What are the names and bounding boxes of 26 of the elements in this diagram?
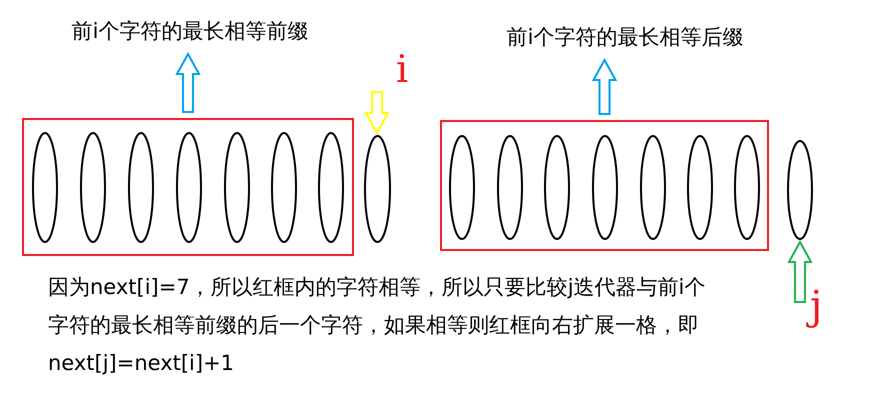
- block-arrow: [592, 58, 618, 115]
- character-ellipse: [449, 135, 475, 240]
- character-ellipse: [640, 135, 666, 240]
- character-ellipse: [687, 135, 713, 240]
- character-ellipse: [128, 132, 154, 243]
- block-arrow: [787, 240, 813, 303]
- character-ellipse: [80, 132, 106, 243]
- highlight-frame: [440, 120, 769, 251]
- character-ellipse: [32, 132, 58, 243]
- character-ellipse: [592, 135, 618, 240]
- heading-text: 前i个字符的最长相等前缀: [40, 14, 340, 50]
- block-arrow: [175, 52, 201, 113]
- character-ellipse: [318, 132, 344, 243]
- character-ellipse: [734, 135, 760, 240]
- explanation-text: 因为next[i]=7，所以红框内的字符相等，所以只要比较j迭代器与前i个字符的最长相等前缀的后一个字符，如果相等则红框向右扩展一格，即next[j]=next[i]+1: [48, 274, 706, 377]
- character-ellipse: [176, 132, 202, 243]
- character-ellipse: [364, 135, 391, 243]
- character-ellipse: [787, 140, 813, 240]
- character-ellipse: [271, 132, 297, 243]
- character-ellipse: [224, 132, 250, 243]
- character-ellipse: [544, 135, 570, 240]
- character-ellipse: [497, 135, 523, 240]
- index-mark: i: [396, 50, 408, 88]
- highlight-frame: [22, 118, 354, 256]
- block-arrow: [364, 91, 390, 136]
- heading-text: 前i个字符的最长相等后缀: [470, 20, 780, 56]
